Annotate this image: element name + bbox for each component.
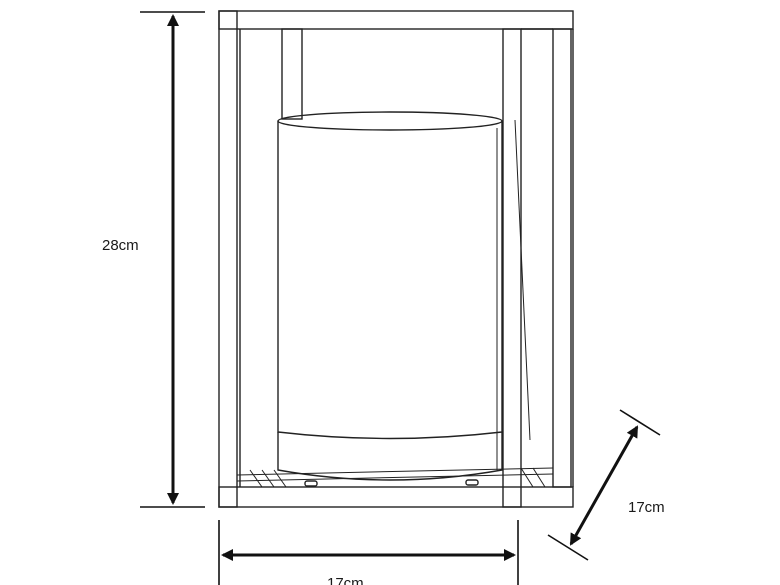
- frame-right-post: [502, 28, 522, 508]
- shade-foot: [465, 479, 479, 486]
- base-slat: [236, 473, 554, 482]
- frame-left-post: [218, 10, 238, 508]
- depth-dimension: [547, 409, 661, 561]
- cylinder-shade: [277, 111, 503, 487]
- depth-tick-top: [619, 409, 661, 436]
- width-dimension: [218, 520, 519, 585]
- shade-foot: [304, 480, 318, 487]
- shade-top-rim: [277, 111, 503, 131]
- depth-label: 17cm: [628, 499, 665, 516]
- base-slat: [249, 469, 263, 488]
- frame-back-right-post: [552, 28, 572, 488]
- base-slat: [520, 467, 534, 488]
- width-label: 17cm: [327, 575, 364, 585]
- shade-base-band: [277, 432, 503, 481]
- frame-side-slant: [514, 119, 531, 441]
- depth-arrow: [569, 425, 639, 546]
- depth-tick-bottom: [547, 534, 589, 561]
- height-label: 28cm: [102, 237, 139, 254]
- frame-back-left-post: [281, 28, 303, 120]
- base-slat: [273, 469, 287, 488]
- base-slat: [261, 469, 275, 488]
- shade-body: [277, 121, 503, 440]
- base-slat: [532, 467, 546, 488]
- base-slat: [236, 467, 554, 476]
- frame-top-bar: [218, 10, 574, 30]
- frame-bottom-bar: [218, 486, 574, 508]
- height-dimension: [140, 11, 205, 508]
- lantern-frame: [218, 10, 574, 508]
